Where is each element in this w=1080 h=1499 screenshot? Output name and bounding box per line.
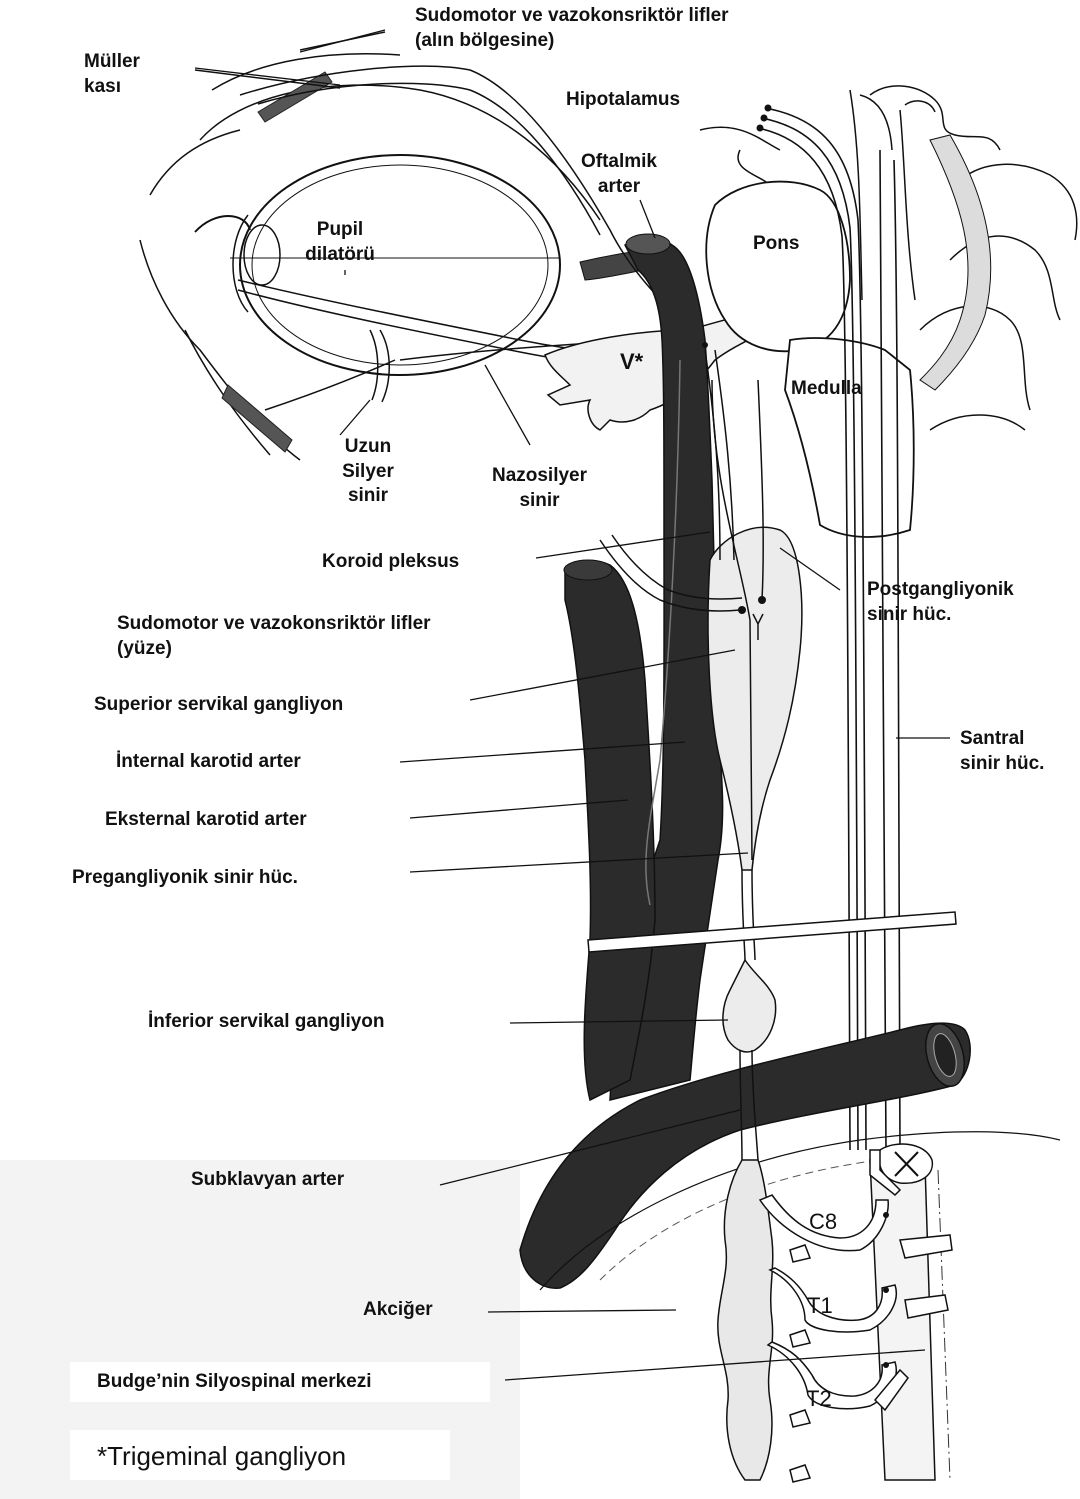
label-pupil-sub: dilatörü [290, 243, 390, 267]
label-oftalmik-sub: arter [555, 175, 683, 199]
label-t2: T2 [806, 1387, 832, 1411]
label-pregang: Pregangliyonik sinir hüc. [72, 866, 298, 890]
muller-muscle-lower [222, 385, 292, 452]
label-sudomotor-forehead-sub: (alın bölgesine) [415, 29, 554, 53]
label-uzun-2: Silyer [318, 460, 418, 484]
label-budge: Budge’nin Silyospinal merkezi [97, 1370, 372, 1394]
label-pupil: Pupil [290, 218, 390, 242]
label-uzun-1: Uzun [318, 435, 418, 459]
label-nazosilyer: Nazosilyer [462, 464, 617, 488]
label-int-carotid: İnternal karotid arter [116, 750, 301, 774]
external-carotid-artery [565, 561, 655, 1100]
label-akciger: Akciğer [363, 1298, 433, 1322]
label-muller: Müller [84, 50, 140, 74]
label-nazosilyer-sub: sinir [462, 489, 617, 513]
inferior-cervical-ganglion [723, 960, 776, 1052]
external-carotid-lumen [564, 560, 612, 580]
label-inf-cervical: İnferior servikal gangliyon [148, 1010, 385, 1034]
label-koroid: Koroid pleksus [322, 550, 459, 574]
label-t1: T1 [807, 1294, 833, 1318]
cerebellum-band [920, 135, 991, 390]
label-subklavyan: Subklavyan arter [191, 1168, 344, 1192]
pons [706, 182, 850, 352]
label-muller-sub: kası [84, 75, 121, 99]
medulla [785, 338, 914, 537]
thoracic-chain [718, 1160, 773, 1480]
carotid-lumen [626, 234, 670, 254]
hypothalamus-nuclei [757, 105, 772, 132]
label-sup-cervical: Superior servikal gangliyon [94, 693, 343, 717]
label-sudomotor-face-sub: (yüze) [117, 637, 172, 661]
label-postgang-sub: sinir hüc. [867, 603, 951, 627]
label-santral-sub: sinir hüc. [960, 752, 1044, 776]
label-hipotalamus: Hipotalamus [566, 88, 680, 112]
label-oftalmik: Oftalmik [555, 150, 683, 174]
label-uzun-3: sinir [318, 484, 418, 508]
label-ext-carotid: Eksternal karotid arter [105, 808, 307, 832]
label-santral: Santral [960, 727, 1024, 751]
spinal-dashed-line [938, 1170, 950, 1480]
label-sudomotor-forehead: Sudomotor ve vazokonsriktör lifler [415, 4, 729, 28]
label-pons: Pons [753, 232, 799, 256]
label-sudomotor-face: Sudomotor ve vazokonsriktör lifler [117, 612, 431, 636]
label-v-star: V* [620, 350, 643, 374]
label-trigeminal-note: *Trigeminal gangliyon [97, 1441, 346, 1471]
label-medulla: Medulla [791, 377, 862, 401]
label-postgang: Postgangliyonik [867, 578, 1014, 602]
label-c8: C8 [809, 1210, 837, 1234]
